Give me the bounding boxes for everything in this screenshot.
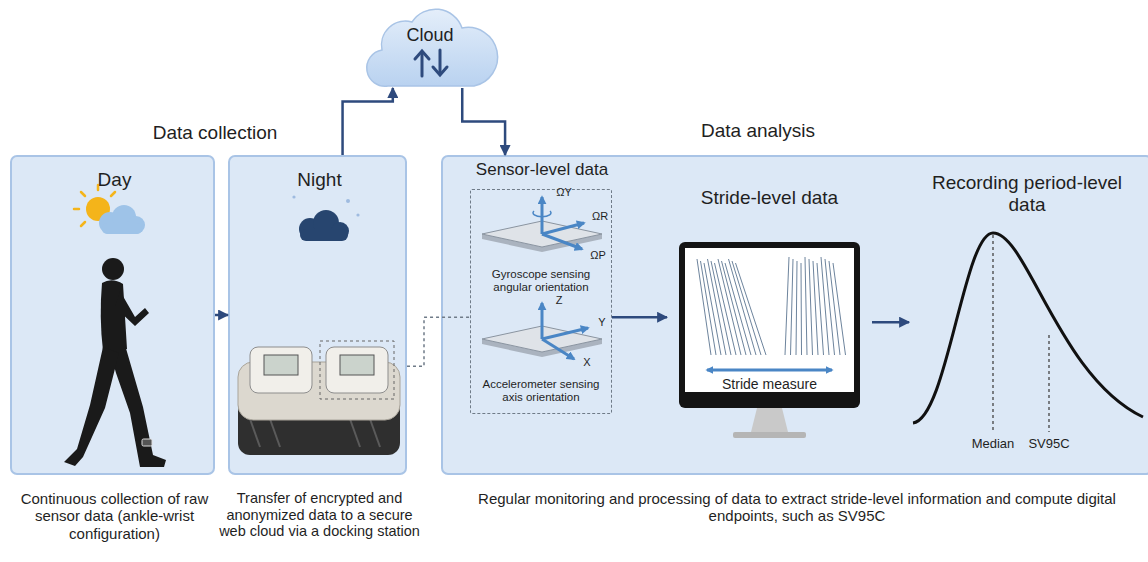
sensor-caption: Gyroscope sensing angular orientation [473,268,609,294]
flow-arrow [215,314,228,317]
stage-heading: Stride-level data [667,187,872,209]
box-caption: Transfer of encrypted and anonymized dat… [216,490,423,540]
illustration [909,227,1145,437]
box-heading: Day [12,169,217,191]
axis-label: X [577,356,597,369]
phase-box: DayContinuous collection of raw sensor d… [10,155,215,475]
stage-heading: Recording period-level data [929,172,1125,216]
stride-stage: Stride-level dataStride measure [667,187,872,452]
measure-label: Stride measure [685,376,854,392]
sensor-box: Sensor-level dataGyroscope sensing angul… [470,189,612,414]
axis-label: Z [549,294,569,307]
statistic-label: SV95C [1021,437,1077,452]
leader-connector [407,317,470,366]
analysis-panel: Data analysisRegular monitoring and proc… [441,155,1148,475]
axis-label: Y [592,316,612,329]
cloud-shape: Cloud [368,4,492,88]
flow-arrow [872,321,909,324]
flow-arrow [612,316,667,319]
box-caption: Continuous collection of raw sensor data… [7,490,222,542]
statistic-label: Median [961,437,1025,452]
illustration [368,4,492,88]
illustration [12,157,217,477]
illustration [230,157,409,477]
box-heading: Night [230,169,409,191]
group-heading: Data collection [130,122,300,144]
sensor-caption: Accelerometer sensing axis orientation [473,378,609,404]
axis-label: ΩP [583,249,613,262]
panel-heading: Data analysis [673,120,843,142]
phase-box: NightTransfer of encrypted and anonymize… [228,155,407,475]
recording-stage: Recording period-level dataMedianSV95C [909,172,1145,472]
illustration [667,187,872,452]
flow-arrow [343,88,393,155]
flow-arrow [462,88,505,155]
axis-label: ΩY [549,186,579,199]
axis-label: ΩR [585,210,615,223]
panel-caption: Regular monitoring and processing of dat… [447,490,1147,525]
stage-heading: Sensor-level data [455,160,629,180]
cloud-label: Cloud [368,25,492,46]
